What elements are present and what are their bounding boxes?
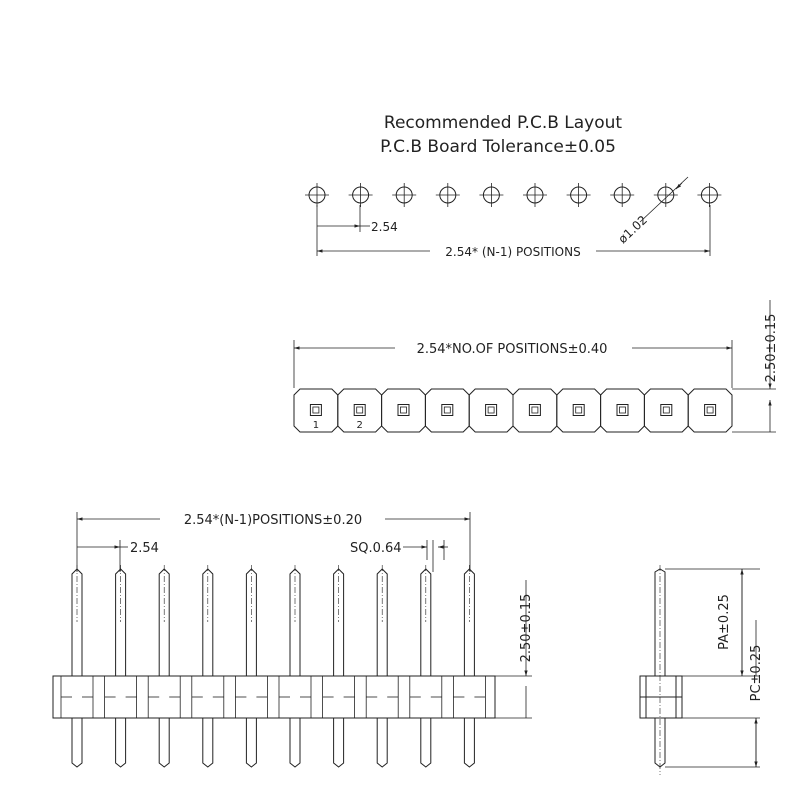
header-pin xyxy=(278,565,312,768)
pin-number: 1 xyxy=(313,420,319,431)
header-pin xyxy=(409,565,443,768)
header-pin xyxy=(147,565,181,768)
pcb-hole xyxy=(392,183,417,207)
header-pin xyxy=(60,565,94,768)
front-pitch-label: 2.54 xyxy=(130,541,159,556)
header-pin xyxy=(365,565,399,768)
pcb-hole xyxy=(435,183,460,207)
pcb-hole xyxy=(653,183,678,207)
header-pin xyxy=(191,565,225,768)
title: Recommended P.C.B Layout xyxy=(384,113,623,133)
housing-cell xyxy=(687,388,733,433)
housing-cell xyxy=(424,388,470,433)
front-body-height-label: 2.50±0.15 xyxy=(519,594,534,663)
housing-cell xyxy=(643,388,689,433)
pcb-hole xyxy=(566,183,591,207)
pin-number: 2 xyxy=(357,420,363,431)
front-housing xyxy=(52,675,496,719)
pc-label: PC±0.25 xyxy=(749,645,764,702)
front-view-dimensions: 2.54*(N-1)POSITIONS±0.20 2.54 SQ.0.64 2.… xyxy=(76,512,534,719)
pcb-hole xyxy=(348,183,373,207)
housing-cell: 2 xyxy=(337,388,383,433)
pcb-hole xyxy=(305,183,329,207)
pcb-hole xyxy=(610,183,635,207)
housing-cell xyxy=(600,388,645,433)
header-pin xyxy=(452,565,486,768)
top-width-label: 2.54*NO.OF POSITIONS±0.40 xyxy=(417,342,608,357)
header-pin xyxy=(104,565,138,768)
subtitle: P.C.B Board Tolerance±0.05 xyxy=(380,137,616,157)
pcb-span-label: 2.54* (N-1) POSITIONS xyxy=(445,245,580,259)
pcb-hole-row xyxy=(305,183,722,207)
side-view xyxy=(639,565,683,775)
front-span-label: 2.54*(N-1)POSITIONS±0.20 xyxy=(184,513,362,528)
front-view xyxy=(52,565,496,768)
housing-cell xyxy=(512,388,558,433)
header-pin xyxy=(234,565,268,768)
top-height-label: 2.50±0.15 xyxy=(764,314,779,383)
side-pin-bottom xyxy=(654,718,666,768)
pcb-hole xyxy=(479,183,504,207)
square-pin-label: SQ.0.64 xyxy=(350,541,402,556)
housing-cell xyxy=(556,388,602,433)
housing-cell xyxy=(468,388,514,433)
housing-cell: 1 xyxy=(293,388,339,433)
pcb-layout-dimensions: 2.54 2.54* (N-1) POSITIONS ø1.02 xyxy=(316,176,711,259)
header-pin xyxy=(322,565,356,768)
pcb-hole xyxy=(523,183,547,207)
pcb-hole xyxy=(697,183,722,207)
pcb-pitch-label: 2.54 xyxy=(371,220,398,234)
top-view-dimensions: 2.54*NO.OF POSITIONS±0.40 2.50±0.15 xyxy=(293,300,779,433)
pa-label: PA±0.25 xyxy=(717,594,732,650)
housing-cell xyxy=(381,388,426,433)
hole-diameter-label: ø1.02 xyxy=(615,213,649,246)
side-view-dimensions: PA±0.25 PC±0.25 xyxy=(665,568,764,768)
